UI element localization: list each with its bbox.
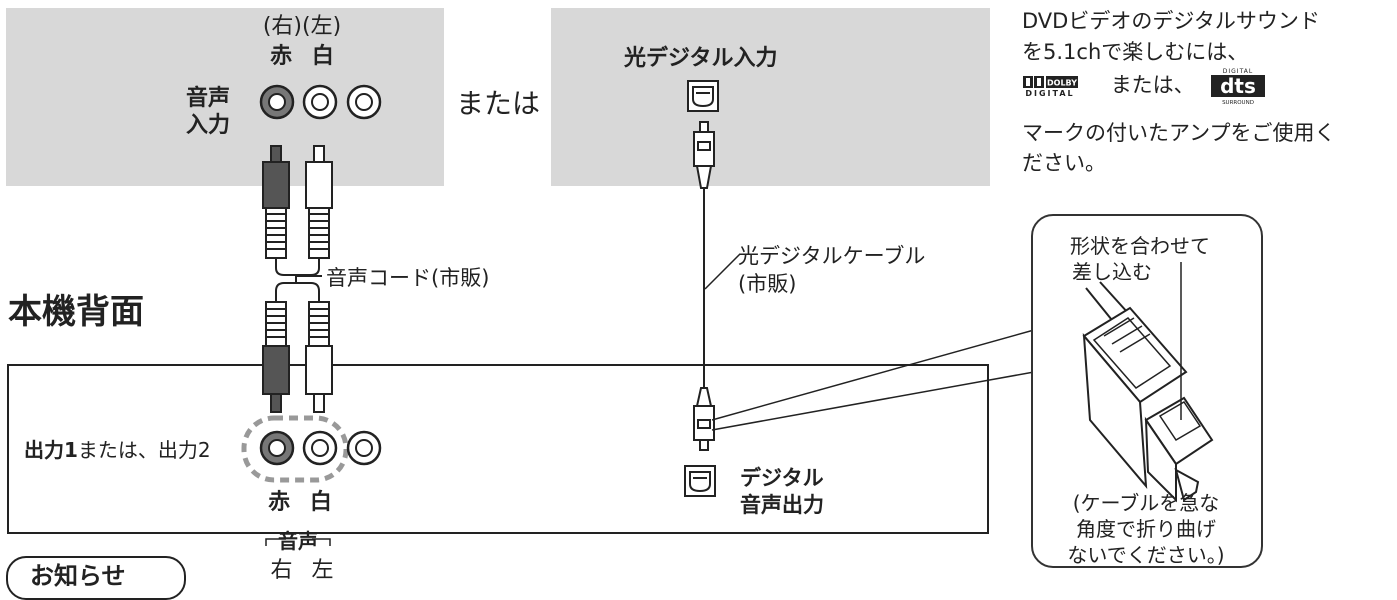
output-label: 出力1または、出力2 [24, 434, 211, 463]
unit-rear-label: 本機背面 [8, 292, 144, 332]
output-jack-extra [346, 430, 382, 466]
optical-plug-upper [693, 121, 715, 189]
unit-rear-panel [7, 364, 989, 534]
dolby-digital-logo: DOLBY DIGITAL [1023, 76, 1078, 97]
optical-cable-leader [704, 253, 741, 290]
output-label-bold: 出力1 [24, 438, 78, 462]
receiver-color-labels: 赤 白 [270, 44, 334, 69]
audio-cord-lines [275, 258, 322, 302]
output-audio-label: 音声 [278, 529, 318, 553]
callout-bottom-line2: 角度で折り曲げ [1076, 517, 1216, 541]
audio-bracket [265, 538, 331, 546]
optical-cable-label-line2: (市販) [738, 272, 797, 296]
rca-plug-white-upper [305, 145, 333, 259]
rca-plug-white-lower [305, 301, 333, 413]
optical-input-label: 光デジタル入力 [624, 46, 778, 71]
audio-input-label-line2: 入力 [186, 113, 231, 138]
optical-input-jack [687, 80, 719, 112]
note-line3: または、 [1110, 73, 1195, 97]
receiver-channel-labels: (右)(左) [262, 14, 342, 39]
output-color-labels: 赤 白 [268, 490, 332, 515]
digital-output-label-line2: 音声出力 [740, 493, 824, 517]
dolby-logo-bottom: DIGITAL [1025, 89, 1074, 97]
dolby-logo-top: DOLBY [1047, 79, 1077, 88]
optical-plug-closeup [1082, 262, 1214, 503]
callout-top-line1: 形状を合わせて [1070, 234, 1210, 258]
rca-plug-red-lower [262, 301, 290, 413]
receiver-jack-white [302, 84, 338, 120]
dts-logo-top: DIGITAL [1223, 68, 1253, 75]
amplifier-optical-panel [551, 8, 990, 186]
output-jack-red [259, 430, 295, 466]
optical-plug-lower [693, 387, 715, 451]
callout-pointer [711, 329, 1035, 431]
info-tab-label: お知らせ [30, 562, 126, 590]
output-label-rest: または、出力2 [77, 438, 211, 462]
dts-logo: DIGITAL dts SURROUND [1211, 68, 1266, 106]
note-line1: DVDビデオのデジタルサウンド [1022, 9, 1320, 33]
callout-bottom-line1: (ケーブルを急な [1072, 491, 1220, 515]
audio-cord-label: 音声コード(市販) [326, 266, 490, 290]
note-line4: マークの付いたアンプをご使用く [1022, 121, 1336, 145]
receiver-jack-extra [346, 84, 382, 120]
receiver-jack-red [259, 84, 295, 120]
or-text: または [456, 87, 541, 120]
output-channel-labels: 右 左 [270, 558, 334, 583]
output-jack-white [302, 430, 338, 466]
note-line2: を5.1chで楽しむには、 [1022, 40, 1249, 64]
output-jack-highlight [241, 415, 349, 483]
digital-output-jack [684, 465, 716, 497]
callout-top-line2: 差し込む [1072, 260, 1152, 284]
callout-bottom-line3: ないでください。) [1067, 543, 1225, 567]
optical-cable-label-line1: 光デジタルケーブル [738, 244, 926, 268]
rca-plug-red-upper [262, 145, 290, 259]
connection-diagram [7, 80, 1035, 546]
audio-input-label-line1: 音声 [186, 86, 231, 111]
dts-logo-main: dts [1220, 74, 1256, 98]
dts-logo-bottom: SURROUND [1222, 100, 1254, 106]
digital-output-label-line1: デジタル [740, 466, 824, 490]
note-line5: ださい。 [1022, 151, 1106, 175]
note-logo-line: DOLBY DIGITAL または、 DIGITAL dts SURROUND [1022, 66, 1269, 106]
